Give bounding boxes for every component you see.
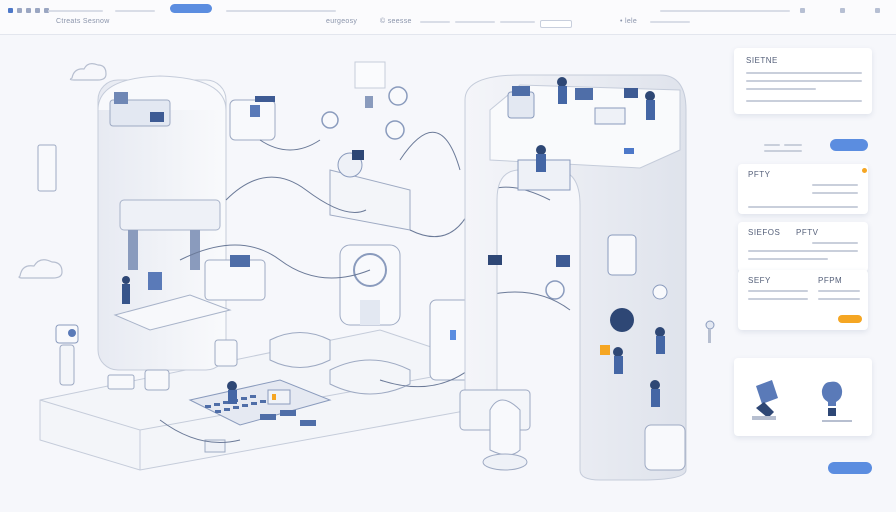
card-subtitle: PFPM — [818, 276, 843, 285]
text-line — [812, 242, 858, 244]
robot-arm-icon — [113, 199, 232, 331]
action-button[interactable] — [838, 315, 862, 323]
control-desk — [188, 379, 332, 426]
active-tab[interactable] — [170, 4, 212, 13]
text-line — [818, 298, 860, 300]
primary-button[interactable] — [830, 139, 868, 151]
control-dot[interactable] — [8, 8, 13, 13]
control-dot[interactable] — [17, 8, 22, 13]
server-tower-right — [464, 74, 687, 481]
nav-center-text-2[interactable]: © seesse — [380, 18, 412, 25]
window-controls — [8, 8, 49, 13]
primary-button-bottom[interactable] — [828, 462, 872, 474]
maximize-icon[interactable] — [840, 8, 845, 13]
status-dot — [862, 168, 867, 173]
text-line — [746, 72, 862, 74]
info-card-2[interactable]: PFTY — [738, 164, 868, 214]
nav-line — [650, 21, 690, 23]
nav-line — [455, 21, 495, 23]
tab-line — [660, 10, 790, 12]
text-line — [748, 298, 808, 300]
close-icon[interactable] — [875, 8, 880, 13]
text-line — [746, 80, 862, 82]
text-line — [818, 290, 860, 292]
text-line — [764, 150, 802, 152]
nav-links[interactable]: Ctreats Sesnow — [56, 18, 110, 25]
control-dot[interactable] — [44, 8, 49, 13]
tab-line — [48, 10, 103, 12]
robot-arm-icon — [459, 389, 531, 471]
info-card-1[interactable]: SIETNE — [734, 48, 872, 114]
icon-card[interactable] — [734, 358, 872, 436]
control-dot[interactable] — [35, 8, 40, 13]
cloud-icon — [69, 63, 107, 81]
cctv-device — [37, 144, 79, 386]
search-input[interactable] — [540, 20, 572, 28]
lightbulb-icon — [821, 381, 843, 416]
card-title: SEFY — [748, 276, 771, 285]
minimize-icon[interactable] — [800, 8, 805, 13]
control-dot[interactable] — [26, 8, 31, 13]
nav-right-text[interactable]: • lele — [620, 18, 638, 25]
browser-toolbar: Ctreats Sesnow eurgeosy © seesse • lele — [0, 0, 896, 35]
text-line — [748, 290, 808, 292]
text-line — [748, 206, 858, 208]
info-card-4[interactable]: SEFY PFPM — [738, 270, 868, 330]
text-line — [748, 258, 828, 260]
isometric-illustration — [18, 61, 715, 481]
tab-line — [226, 10, 336, 12]
nav-line — [420, 21, 450, 23]
text-line — [812, 184, 858, 186]
text-line — [784, 144, 802, 146]
card-title: PFTY — [748, 170, 771, 179]
tab-line — [115, 10, 155, 12]
text-line — [812, 192, 858, 194]
small-device — [107, 339, 238, 453]
lamp-icon — [321, 61, 565, 300]
text-line — [746, 100, 862, 102]
cloud-icon — [18, 259, 63, 279]
text-line — [746, 88, 816, 90]
nav-center-text[interactable]: eurgeosy — [326, 18, 358, 25]
card-title: SIETNE — [746, 56, 778, 65]
info-card-3[interactable]: SIEFOS PFTV — [738, 222, 868, 272]
lamp-icon — [752, 380, 852, 422]
card-subtitle: PFTV — [796, 228, 819, 237]
nav-line — [500, 21, 535, 23]
card-title: SIEFOS — [748, 228, 781, 237]
text-line — [748, 250, 858, 252]
text-line — [764, 144, 780, 146]
